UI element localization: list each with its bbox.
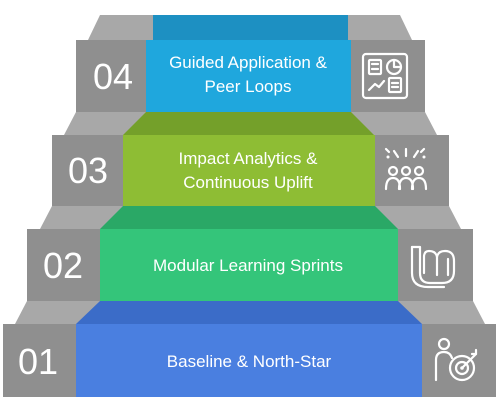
step-04-color-top <box>153 15 348 40</box>
step-03-color-top <box>123 112 374 135</box>
step-03-label-line-2: Continuous Uplift <box>183 173 313 192</box>
step-02-right-block <box>397 229 473 301</box>
step-04: 04 Guided Application & Peer Loops <box>76 15 425 112</box>
step-03-color-panel <box>123 135 375 206</box>
step-04-right-block <box>350 40 425 112</box>
step-01-number: 01 <box>18 341 58 382</box>
step-04-label-line-2: Peer Loops <box>205 77 292 96</box>
step-02-label-line-1: Modular Learning Sprints <box>153 256 343 275</box>
step-01: 01 Baseline & North-Star <box>3 301 496 397</box>
step-04-left-block <box>76 40 150 112</box>
target-person-icon <box>434 337 478 382</box>
step-01-color-top <box>76 301 422 324</box>
step-04-number: 04 <box>93 56 133 97</box>
linux-mint-logo-icon <box>410 245 456 289</box>
step-04-color-panel <box>146 40 351 112</box>
step-01-right-block <box>421 324 496 397</box>
step-01-label-line-1: Baseline & North-Star <box>167 352 332 371</box>
step-03: 03 Impact Analytics & Continuous Uplift <box>52 112 449 206</box>
step-02-number: 02 <box>43 245 83 286</box>
team-celebration-icon <box>384 147 428 191</box>
step-02: 02 Modular Learning Sprints <box>27 206 473 301</box>
step-02-left-block <box>27 229 100 301</box>
step-03-left-block <box>52 135 126 206</box>
step-01-left-block <box>3 324 76 397</box>
step-03-right-block <box>374 135 449 206</box>
dashboard-report-icon <box>361 52 409 100</box>
step-01-color-panel <box>76 324 422 397</box>
step-04-label-line-1: Guided Application & <box>169 53 327 72</box>
step-02-color-panel <box>100 229 398 301</box>
step-03-number: 03 <box>68 150 108 191</box>
step-03-label-line-1: Impact Analytics & <box>179 149 319 168</box>
step-02-color-top <box>100 206 398 229</box>
